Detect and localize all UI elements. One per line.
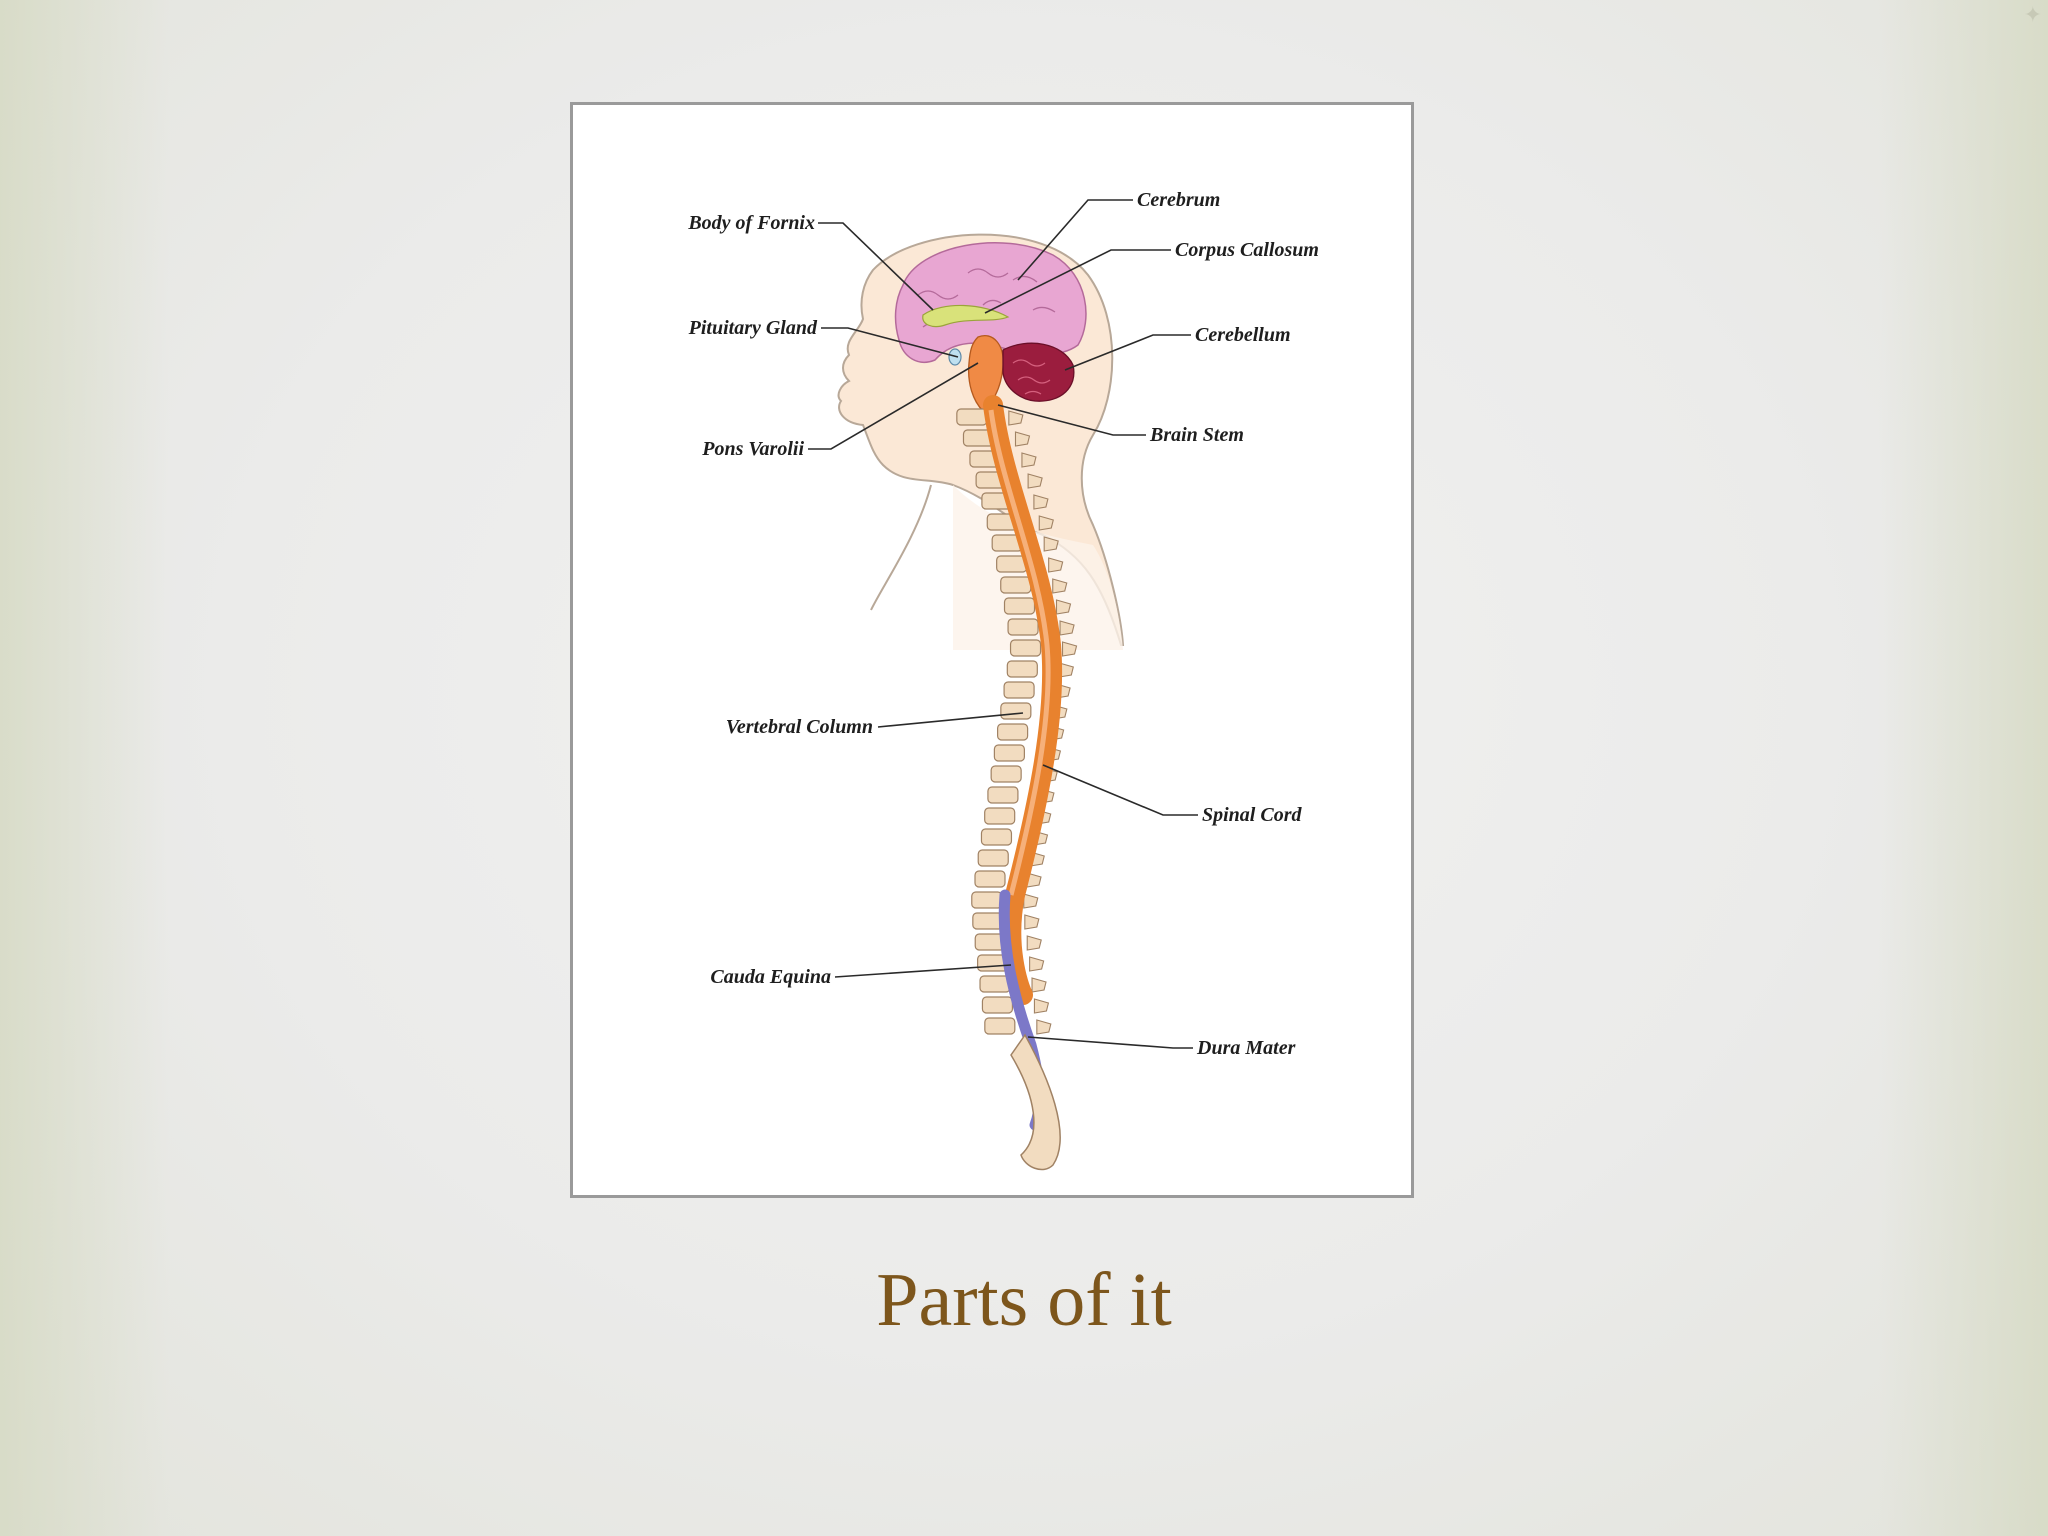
vertebra-process <box>1055 599 1072 615</box>
vertebra <box>981 996 1014 1014</box>
vertebra-process <box>1043 536 1059 552</box>
sacrum-shape <box>1010 1033 1061 1171</box>
label-pituitary-gland: Pituitary Gland <box>688 317 818 339</box>
label-brain-stem: Brain Stem <box>1149 424 1244 446</box>
vertebra-process <box>1052 578 1068 594</box>
vertebra-process <box>1061 641 1078 657</box>
vertebra-process <box>1029 956 1045 972</box>
vertebra <box>974 870 1006 888</box>
vertebra-process <box>1036 1019 1052 1035</box>
vertebra <box>977 849 1009 867</box>
label-vertebral-column: Vertebral Column <box>726 716 873 738</box>
vertebra <box>984 1017 1016 1035</box>
vertebra <box>1000 702 1032 720</box>
leader-spinal-cord <box>1042 764 1198 816</box>
sparkle-icon: ✦ <box>2023 2 2042 27</box>
label-spinal-cord: Spinal Cord <box>1202 804 1302 826</box>
label-corpus-callosum: Corpus Callosum <box>1175 239 1319 261</box>
nervous-system-figure: Cerebrum Body of Fornix Corpus Callosum … <box>570 102 1414 1198</box>
leader-pons-varolii <box>808 362 979 450</box>
label-cauda-equina: Cauda Equina <box>710 966 831 988</box>
vertebra-process <box>1048 557 1064 573</box>
cerebellum-folia <box>1012 359 1051 395</box>
vertebra <box>1006 660 1038 678</box>
vertebra-process <box>1021 452 1037 468</box>
vertebra <box>987 786 1019 804</box>
vertebra <box>990 765 1022 783</box>
vertebra-process <box>1033 494 1049 510</box>
leader-pituitary-gland <box>821 327 959 358</box>
leader-cerebellum <box>1064 334 1191 371</box>
vertebra-process <box>1059 620 1075 636</box>
vertebra <box>997 723 1029 741</box>
vertebra <box>1003 597 1036 615</box>
vertebra <box>956 408 988 426</box>
label-body-of-fornix: Body of Fornix <box>687 212 815 234</box>
anatomy-diagram: Cerebrum Body of Fornix Corpus Callosum … <box>687 189 1319 1171</box>
leader-brain-stem <box>997 404 1146 436</box>
label-cerebrum: Cerebrum <box>1137 189 1220 211</box>
leader-corpus-callosum <box>984 249 1171 314</box>
spinal-cord-highlight <box>988 409 1051 896</box>
vertebra <box>972 912 1004 930</box>
leader-vertebral-column <box>877 712 1024 728</box>
spinal-cord-shape <box>983 395 1063 1005</box>
cerebellum-shape <box>1002 342 1075 402</box>
vertebra <box>1007 618 1039 636</box>
vertebra-process <box>1033 998 1050 1014</box>
vertebra <box>996 555 1028 573</box>
vertebra-process <box>1026 935 1042 951</box>
left-edge-texture <box>0 0 170 1536</box>
vertebra <box>1009 639 1042 657</box>
vertebra-process <box>1031 977 1047 993</box>
vertebra-process <box>1024 914 1040 930</box>
vertebra <box>1003 681 1035 699</box>
vertebra <box>984 807 1016 825</box>
label-dura-mater: Dura Mater <box>1196 1037 1296 1059</box>
leader-dura-mater <box>1027 1036 1193 1049</box>
vertebral-column-shape <box>956 408 1078 1035</box>
vertebra-process <box>1027 473 1043 489</box>
vertebra <box>1000 576 1032 594</box>
leader-cerebrum <box>1017 199 1133 281</box>
vertebra <box>971 891 1003 909</box>
vertebra <box>980 828 1013 846</box>
right-edge-texture <box>1878 0 2048 1536</box>
leader-body-of-fornix <box>818 222 934 311</box>
vertebra <box>993 744 1025 762</box>
vertebra <box>979 975 1011 993</box>
vertebra-process <box>1023 893 1039 909</box>
vertebra-process <box>1014 431 1031 447</box>
slide-title: Parts of it <box>876 1258 1172 1342</box>
vertebra-process <box>1008 410 1024 426</box>
leader-cauda-equina <box>834 964 1012 978</box>
vertebra-process <box>1038 515 1054 531</box>
neck-front-line <box>870 484 932 611</box>
label-cerebellum: Cerebellum <box>1195 324 1291 346</box>
label-pons-varolii: Pons Varolii <box>701 438 804 460</box>
corpus-callosum-shape <box>922 304 1010 328</box>
